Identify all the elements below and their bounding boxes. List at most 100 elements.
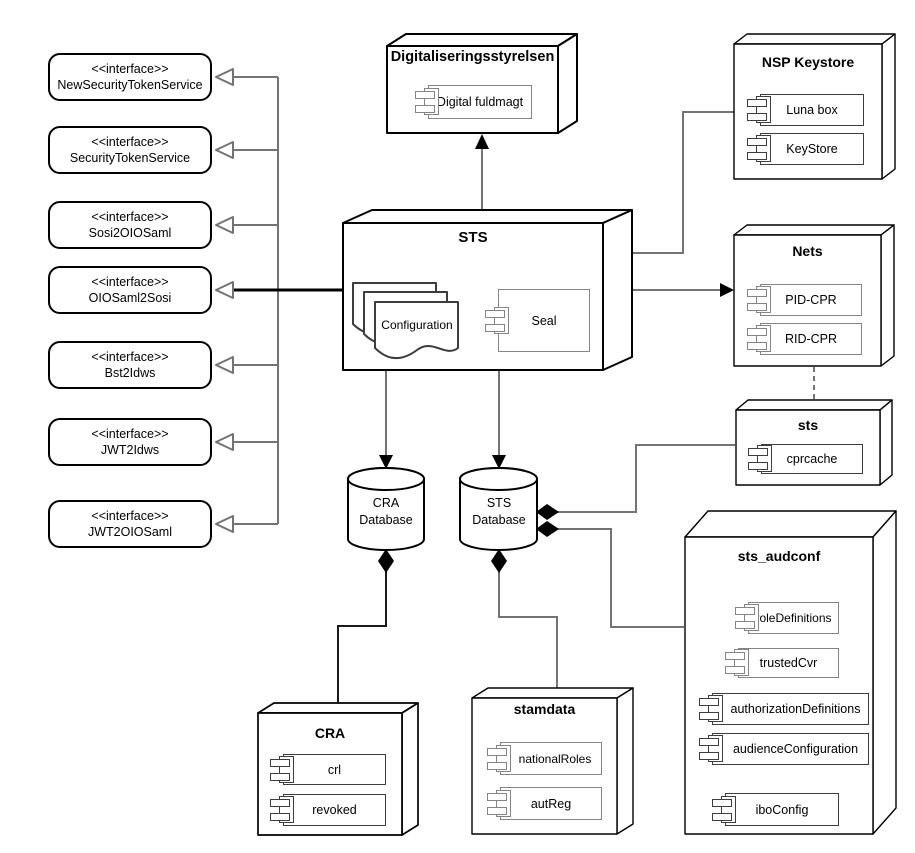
interface-name: NewSecurityTokenService xyxy=(57,78,203,92)
document-stack-icon xyxy=(352,282,459,359)
component-label: KeyStore xyxy=(786,142,838,156)
component-iboconfig: iboConfig xyxy=(712,793,839,826)
interface-jwt2oiosaml: <<interface>> JWT2OIOSaml xyxy=(48,500,212,548)
interface-name: JWT2OIOSaml xyxy=(87,525,173,539)
component-icon xyxy=(485,306,511,335)
component-label: audienceConfiguration xyxy=(732,742,859,756)
node-title-sts-audconf: sts_audconf xyxy=(737,548,821,564)
database-name-line: STS xyxy=(486,496,512,510)
component-icon xyxy=(747,286,773,314)
database-name-line: Database xyxy=(359,512,413,527)
interface-name: Bst2Idws xyxy=(104,366,156,380)
component-icon xyxy=(712,795,738,824)
database-name-line: Database xyxy=(472,512,526,527)
stereotype-label: <<interface>> xyxy=(91,134,169,149)
component-label: trustedCvr xyxy=(759,656,818,670)
component-label: cprcache xyxy=(786,452,838,466)
component-pid-cpr: PID-CPR xyxy=(747,284,862,316)
component-label: roleDefinitions xyxy=(755,611,832,625)
component-label: iboConfig xyxy=(755,802,809,817)
component-seal: Seal xyxy=(485,289,590,352)
component-icon xyxy=(699,735,725,763)
edge-sts-nsp-keystore xyxy=(633,111,734,254)
component-label: Digital fuldmagt xyxy=(436,95,524,109)
component-icon xyxy=(735,604,761,632)
component-nationalroles: nationalRoles xyxy=(487,742,602,775)
interface-name: JWT2Idws xyxy=(100,443,160,457)
component-icon xyxy=(487,744,513,773)
component-label: Seal xyxy=(531,313,557,328)
interface-name: Sosi2OIOSaml xyxy=(88,226,172,240)
node-title-cra: CRA xyxy=(314,725,346,741)
component-label: crl xyxy=(327,762,342,777)
edge-sts-database-sts-cache xyxy=(557,444,735,513)
node-title-sts: STS xyxy=(458,229,488,246)
arrowhead-to-sts-database xyxy=(492,455,506,469)
component-label: nationalRoles xyxy=(518,751,592,766)
component-digital-fuldmagt: Digital fuldmagt xyxy=(415,85,532,119)
node-title-digitaliseringsstyrelsen: Digitaliseringsstyrelsen xyxy=(390,49,555,65)
database-label-sts: STS Database xyxy=(460,495,538,529)
component-icon xyxy=(415,88,441,116)
interface-name: OIOSaml2Sosi xyxy=(88,291,172,305)
component-luna-box: Luna box xyxy=(747,94,864,126)
stereotype-label: <<interface>> xyxy=(91,61,169,76)
arrowhead-to-nets xyxy=(720,283,734,297)
component-autreg: autReg xyxy=(487,787,602,820)
interface-newsecuritytokenservice: <<interface>> NewSecurityTokenService xyxy=(48,53,212,101)
stereotype-label: <<interface>> xyxy=(91,349,169,364)
interface-bst2idws: <<interface>> Bst2Idws xyxy=(48,341,212,389)
component-cprcache: cprcache xyxy=(748,444,863,474)
node-title-nets: Nets xyxy=(792,243,823,259)
cylinder-cra-database xyxy=(347,467,425,551)
component-rid-cpr: RID-CPR xyxy=(747,323,862,355)
component-icon xyxy=(747,325,773,353)
component-roledefinitions: roleDefinitions xyxy=(735,602,839,634)
stereotype-label: <<interface>> xyxy=(91,274,169,289)
edge-sts-database-sts-audconf xyxy=(557,528,684,628)
interface-jwt2idws: <<interface>> JWT2Idws xyxy=(48,418,212,466)
component-label: authorizationDefinitions xyxy=(730,702,861,716)
stereotype-label: <<interface>> xyxy=(91,508,169,523)
component-label: PID-CPR xyxy=(785,293,837,307)
component-label: RID-CPR xyxy=(784,332,838,346)
component-revoked: revoked xyxy=(270,794,386,826)
arrowhead-to-digitaliseringsstyrelsen xyxy=(475,134,489,149)
database-label-cra: CRA Database xyxy=(347,495,425,529)
stereotype-label: <<interface>> xyxy=(91,426,169,441)
interface-sosi2oiosaml: <<interface>> Sosi2OIOSaml xyxy=(48,201,212,249)
component-crl: crl xyxy=(270,754,386,785)
component-icon xyxy=(270,755,296,784)
component-keystore: KeyStore xyxy=(747,133,864,165)
component-label: revoked xyxy=(312,803,357,817)
node-title-nsp-keystore: NSP Keystore xyxy=(761,54,855,70)
component-icon xyxy=(725,649,751,677)
composition-diamond-sts-database-right-upper xyxy=(536,504,559,520)
stereotype-label: <<interface>> xyxy=(91,209,169,224)
component-icon xyxy=(487,789,513,818)
composition-diamond-sts-database-right-lower xyxy=(536,521,559,537)
interface-name: SecurityTokenService xyxy=(69,151,191,165)
node-shape-sts-audconf xyxy=(684,510,897,835)
cylinder-sts-database xyxy=(459,467,538,551)
realization-bus xyxy=(233,76,279,525)
component-label: autReg xyxy=(530,796,572,811)
composition-diamond-sts-database-bottom xyxy=(491,549,507,573)
component-icon xyxy=(270,796,296,824)
database-name-line: CRA xyxy=(372,496,400,510)
realization-arrowheads xyxy=(215,68,234,533)
component-icon xyxy=(748,445,774,473)
component-authorizationdefinitions: authorizationDefinitions xyxy=(699,693,869,725)
component-audienceconfiguration: audienceConfiguration xyxy=(699,733,869,765)
interface-oiosaml2sosi: <<interface>> OIOSaml2Sosi xyxy=(48,266,212,314)
edge-cra-database-cra xyxy=(337,570,387,706)
arrowhead-to-cra-database xyxy=(379,455,393,469)
component-icon xyxy=(747,96,773,124)
node-title-sts-cache: sts xyxy=(797,417,819,433)
component-trustedcvr: trustedCvr xyxy=(725,648,839,678)
interface-securitytokenservice: <<interface>> SecurityTokenService xyxy=(48,126,212,174)
node-title-stamdata: stamdata xyxy=(513,701,576,717)
component-label: Luna box xyxy=(786,103,838,117)
component-icon xyxy=(699,695,725,723)
